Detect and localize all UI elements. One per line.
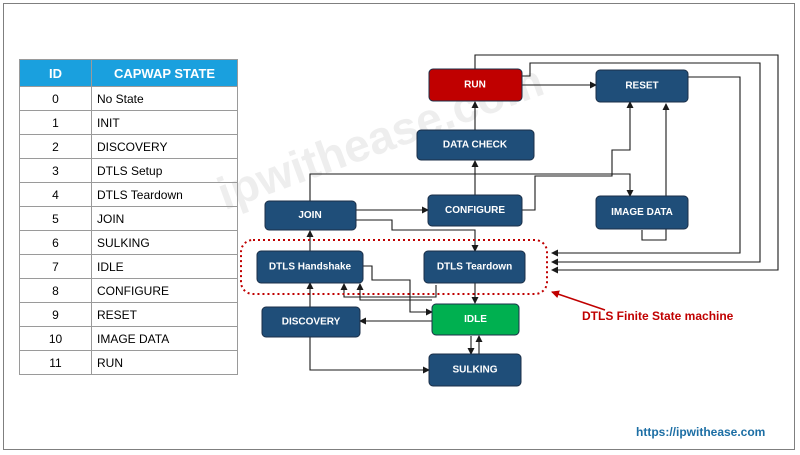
node-configure: CONFIGURE (427, 194, 523, 227)
state-name-cell: No State (91, 86, 238, 111)
state-id-cell: 5 (19, 206, 92, 231)
column-header-id: ID (19, 59, 92, 87)
state-id-cell: 4 (19, 182, 92, 207)
state-name-cell: CONFIGURE (91, 278, 238, 303)
connector-run-loop-2 (522, 62, 761, 266)
dtls-callout-arrow (551, 290, 606, 311)
connector-imagedata-reset (641, 103, 670, 241)
table-header-row: ID CAPWAP STATE (19, 59, 238, 87)
node-dtls-handshake-label: DTLS Handshake (269, 262, 352, 273)
connector-run-outer-loop (474, 54, 779, 274)
state-id-cell: 11 (19, 350, 92, 375)
node-run-label: RUN (464, 80, 486, 91)
node-dtls-teardown: DTLS Teardown (423, 250, 526, 284)
node-image-data-label: IMAGE DATA (611, 207, 673, 218)
node-data-check: DATA CHECK (416, 129, 535, 161)
connector-reset-loop (551, 76, 741, 257)
state-id-cell: 10 (19, 326, 92, 351)
node-discovery-label: DISCOVERY (282, 317, 341, 328)
node-reset-label: RESET (625, 81, 658, 92)
state-id-cell: 3 (19, 158, 92, 183)
state-name-cell: IDLE (91, 254, 238, 279)
connector-idle-handshake (356, 283, 432, 301)
node-idle-label: IDLE (464, 314, 487, 325)
state-name-cell: DTLS Teardown (91, 182, 238, 207)
node-sulking: SULKING (428, 353, 522, 387)
state-name-cell: INIT (91, 110, 238, 135)
dtls-callout-label: DTLS Finite State machine (582, 309, 734, 323)
connectors (306, 54, 779, 374)
state-name-cell: RESET (91, 302, 238, 327)
node-data-check-label: DATA CHECK (443, 140, 508, 151)
connector-configure-reset (522, 101, 634, 211)
node-configure-label: CONFIGURE (445, 205, 505, 216)
node-dtls-teardown-label: DTLS Teardown (437, 262, 512, 273)
state-name-cell: RUN (91, 350, 238, 375)
dtls-callout-outline (240, 239, 548, 295)
state-id-cell: 2 (19, 134, 92, 159)
connector-join-teardown (356, 219, 479, 252)
node-run: RUN (428, 68, 523, 102)
connector-discovery-sulking (309, 337, 430, 374)
column-header-state: CAPWAP STATE (91, 59, 238, 87)
node-join-label: JOIN (298, 210, 321, 221)
state-name-cell: DISCOVERY (91, 134, 238, 159)
connector-teardown-handshake (340, 283, 437, 298)
node-image-data: IMAGE DATA (595, 195, 689, 230)
node-idle: IDLE (431, 303, 520, 336)
node-join: JOIN (264, 200, 357, 231)
connector-join-imagedata (309, 173, 634, 201)
node-dtls-handshake: DTLS Handshake (256, 250, 364, 284)
connector-handshake-idle (363, 265, 433, 316)
node-discovery: DISCOVERY (261, 306, 361, 338)
node-sulking-label: SULKING (453, 365, 498, 376)
state-id-cell: 6 (19, 230, 92, 255)
footer-url-link[interactable]: https://ipwithease.com (636, 425, 766, 439)
node-reset: RESET (595, 69, 689, 103)
state-name-cell: JOIN (91, 206, 238, 231)
state-name-cell: IMAGE DATA (91, 326, 238, 351)
